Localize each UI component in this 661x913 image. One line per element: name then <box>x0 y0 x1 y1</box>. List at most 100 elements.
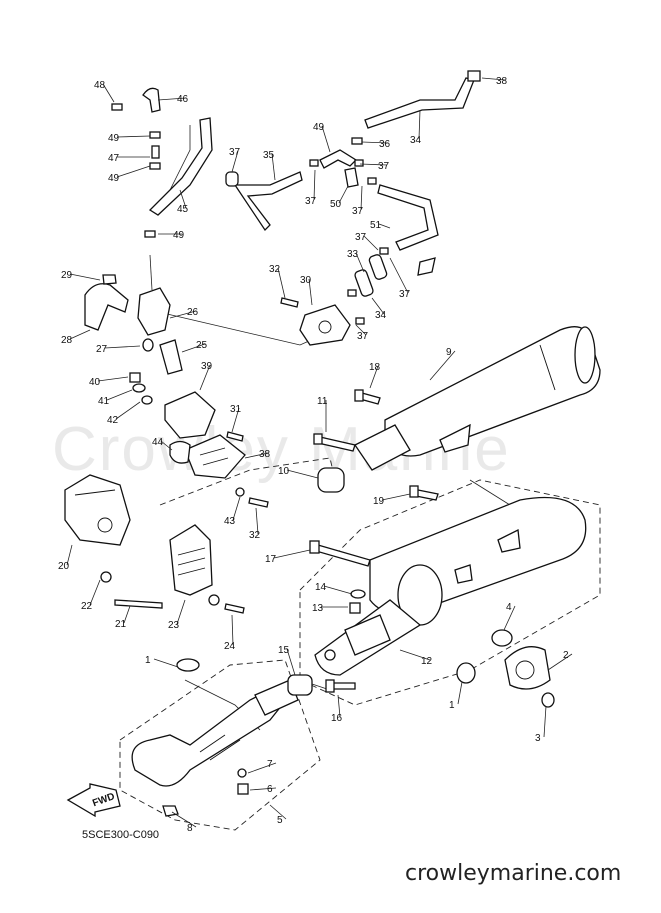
callout-leader <box>481 77 506 81</box>
callout-labels: 1123456789101112131415161718192021222324… <box>58 76 573 834</box>
washer-43[interactable] <box>141 395 153 405</box>
bolt-32-right[interactable] <box>280 297 299 308</box>
callout-40: 40 <box>89 377 101 388</box>
drawing-code: 5SCE300-C090 <box>82 829 159 841</box>
valve-31[interactable] <box>299 304 351 346</box>
gasket-15[interactable] <box>287 674 313 696</box>
hose-51[interactable] <box>344 167 359 188</box>
callout-22: 22 <box>81 601 93 612</box>
washer-14[interactable] <box>350 589 366 599</box>
cap-38-top[interactable] <box>467 70 481 82</box>
callout-1: 1 <box>145 655 151 666</box>
callout-19: 19 <box>373 496 385 507</box>
clamp-49-c[interactable] <box>149 162 161 170</box>
washer-42[interactable] <box>132 383 146 393</box>
muffler-upper[interactable] <box>354 326 601 471</box>
callout-leader <box>153 658 179 668</box>
cap-28[interactable] <box>142 338 154 352</box>
callout-30: 30 <box>300 275 312 286</box>
callout-4: 4 <box>506 602 512 613</box>
callout-48: 48 <box>94 80 106 91</box>
clamps-37[interactable] <box>309 137 389 325</box>
cap-38-left[interactable] <box>225 171 239 187</box>
hose-34-b[interactable] <box>368 254 388 281</box>
callout-leader <box>355 324 367 336</box>
callout-leader <box>361 141 389 144</box>
callout-leader <box>179 189 187 209</box>
callout-leader <box>171 811 197 828</box>
callout-44: 44 <box>152 437 164 448</box>
bolt-21[interactable] <box>114 599 163 609</box>
hose-26[interactable] <box>159 339 183 375</box>
pipe-52[interactable] <box>377 184 439 251</box>
clamp-49-b[interactable] <box>149 131 161 139</box>
bolts[interactable] <box>309 389 439 693</box>
callout-50: 50 <box>330 199 342 210</box>
callout-14: 14 <box>315 582 327 593</box>
hose-46[interactable] <box>148 117 213 216</box>
callout-leader <box>69 273 101 281</box>
bolt-33[interactable] <box>248 497 269 508</box>
callout-leader <box>360 185 363 211</box>
washer-22[interactable] <box>100 571 112 583</box>
clamp-30[interactable] <box>102 274 117 285</box>
bolt-32-left[interactable] <box>226 431 244 442</box>
gasket-1-left[interactable] <box>176 658 200 672</box>
callout-43: 43 <box>224 516 236 527</box>
nut-13[interactable] <box>349 602 361 614</box>
callout-37: 37 <box>305 196 317 207</box>
clamp-49-a[interactable] <box>111 103 123 111</box>
callout-leader <box>102 83 115 103</box>
callout-leader <box>323 585 353 595</box>
callout-leader <box>157 97 187 101</box>
thermostat-housing-20[interactable] <box>64 474 131 546</box>
callout-26: 26 <box>187 307 199 318</box>
gasket-4[interactable] <box>491 629 513 647</box>
callout-47: 47 <box>108 153 120 164</box>
callout-leader <box>231 407 240 433</box>
callout-leader <box>286 648 296 676</box>
clamp-49-d[interactable] <box>144 230 156 238</box>
callout-38: 38 <box>259 449 271 460</box>
callout-leader <box>286 469 319 479</box>
hose-45[interactable] <box>169 440 191 464</box>
pipe-36[interactable] <box>233 171 303 232</box>
callout-leader <box>503 605 516 631</box>
gasket-10[interactable] <box>317 467 345 493</box>
callout-37: 37 <box>229 147 241 158</box>
bracket-40[interactable] <box>164 391 216 439</box>
valve-27[interactable] <box>137 287 171 336</box>
callout-42: 42 <box>107 415 119 426</box>
exhaust-pipe[interactable] <box>131 674 313 787</box>
washer-25[interactable] <box>208 594 220 606</box>
hose-50[interactable] <box>319 149 358 169</box>
callout-leader <box>106 389 133 401</box>
callout-leader <box>355 252 365 273</box>
flange-2[interactable] <box>504 646 551 690</box>
bolt-24[interactable] <box>224 603 245 614</box>
nut-6[interactable] <box>237 783 249 795</box>
gasket-1-right[interactable] <box>456 662 476 684</box>
pipe-48[interactable] <box>151 145 160 159</box>
washer-44[interactable] <box>235 487 245 497</box>
callout-leader <box>418 109 421 140</box>
hose-29[interactable] <box>84 283 129 331</box>
callout-leader <box>389 257 409 294</box>
callout-39: 39 <box>201 361 213 372</box>
exhaust-pipe-assembly-outline <box>119 659 321 831</box>
bracket-52[interactable] <box>417 257 436 276</box>
callout-29: 29 <box>61 270 73 281</box>
nut-41[interactable] <box>129 372 141 383</box>
muffler-lower[interactable] <box>314 496 587 676</box>
callout-leader <box>363 235 379 251</box>
nut-3[interactable] <box>541 692 555 708</box>
cover-39[interactable] <box>184 434 246 479</box>
washer-7[interactable] <box>237 768 247 778</box>
callout-5: 5 <box>277 815 283 826</box>
callout-leader <box>547 653 573 671</box>
callout-16: 16 <box>331 713 343 724</box>
hose-34-a[interactable] <box>354 269 374 298</box>
hose-47[interactable] <box>142 87 161 113</box>
cover-23[interactable] <box>169 524 213 596</box>
